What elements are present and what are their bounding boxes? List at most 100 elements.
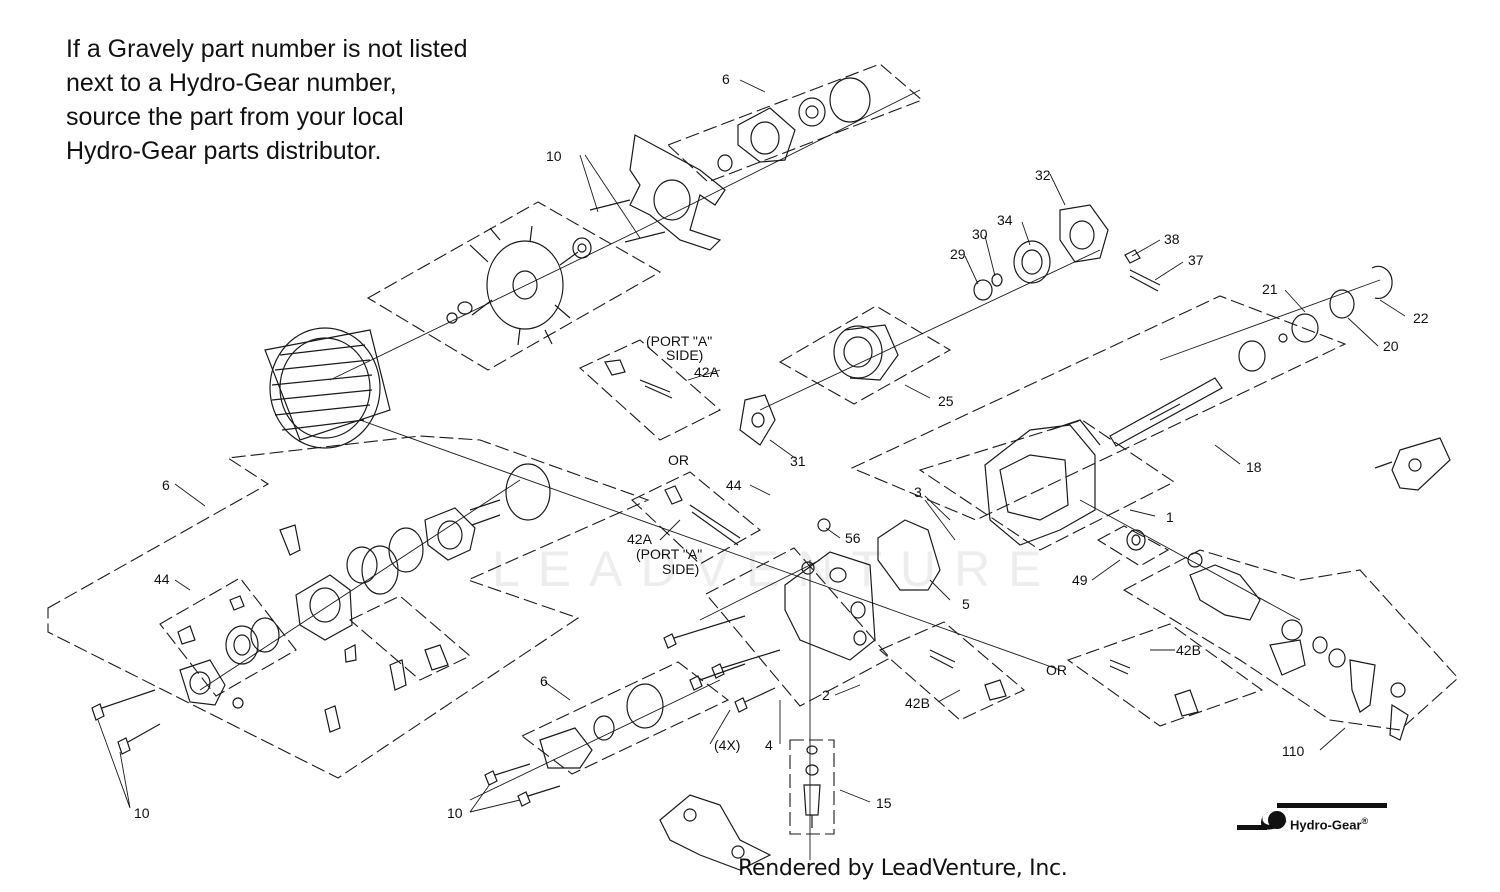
kit-outline-cylinder-block [778,305,952,405]
callout-56: 56 [845,530,861,546]
callout-32: 32 [1035,167,1051,183]
callout-42a-1: 42A [694,364,720,380]
kit-outline-bypass [705,547,891,707]
kit-outline-control-arm [1122,549,1459,731]
fan-housing [264,327,391,449]
callout-34: 34 [997,212,1013,228]
control-arm [1374,437,1451,491]
callout-2: 2 [822,687,830,703]
bolts-left [91,689,161,755]
check-valve [803,745,821,828]
kit-outline-seal [1096,525,1170,567]
callout-6a: 6 [722,71,730,87]
mounting-bracket [659,794,772,871]
callout-5: 5 [962,596,970,612]
callout-4x: (4X) [714,737,740,753]
seal-parts [1126,529,1203,568]
pump-cover [424,463,551,561]
brand-name-text: Hydro-Gear [1290,817,1362,833]
callout-21: 21 [1262,281,1278,297]
kit-outline-check-valve [789,739,835,835]
callout-or-2: OR [1046,662,1067,678]
callout-or-1: OR [668,452,689,468]
callout-42b-1: 42B [1176,642,1201,658]
bolts-lower [484,763,561,807]
callout-15: 15 [876,795,892,811]
kit-outline-upper-valve [579,339,721,441]
brand-registered-mark: ® [1361,816,1369,826]
callout-20: 20 [1383,338,1399,354]
valve-spools [604,359,1199,717]
callout-labels: 6 10 32 34 30 29 38 37 21 22 20 (PORT "A… [134,71,1429,821]
thrust-washers [973,240,1051,301]
note-line-2: next to a Hydro-Gear number, [66,69,397,97]
kit-outline-upper-cover [666,63,924,183]
brand-name: Hydro-Gear® [1290,816,1368,832]
cooling-fan [469,225,579,346]
callout-port-a-2: (PORT "A" [636,546,702,562]
callout-31: 31 [790,453,806,469]
callout-side-2: SIDE) [662,561,699,577]
callout-3: 3 [914,484,922,500]
center-block [784,518,876,661]
sourcing-note: If a Gravely part number is not listed n… [66,32,536,168]
callout-10b: 10 [134,805,150,821]
note-line-3: source the part from your local [66,103,404,131]
callout-44a: 44 [726,477,742,493]
callout-10c: 10 [447,805,463,821]
note-line-4: Hydro-Gear parts distributor. [66,137,382,165]
kit-outline-axle-shaft [850,295,1347,521]
end-cap [1059,204,1161,292]
kit-outline-lower-left [47,435,650,779]
callout-1: 1 [1166,509,1174,525]
callout-49: 49 [1072,572,1088,588]
pump-housing [295,527,424,641]
note-line-1: If a Gravely part number is not listed [66,35,468,63]
callout-10a: 10 [546,148,562,164]
logo-circle-icon [1268,811,1286,829]
control-linkage [1189,564,1409,741]
logo-bar-left [1237,825,1267,830]
callout-18: 18 [1246,459,1262,475]
callout-38: 38 [1164,231,1180,247]
kit-outline-lower-right-valve [1066,623,1264,727]
kit-outline-left-fitting [349,595,471,681]
callout-44b: 44 [154,571,170,587]
kit-outline-center-valve [631,471,761,565]
bypass-plate [739,394,776,446]
render-credit: Rendered by LeadVenture, Inc. [738,856,1068,881]
charge-pump [179,617,280,709]
callout-30: 30 [972,226,988,242]
pulley-bracket [589,134,726,251]
o-ring-large [877,519,941,591]
kit-outline-right-valve [878,621,1026,721]
axle-shaft [1109,265,1393,447]
long-bolts [663,615,781,713]
callout-22: 22 [1413,310,1429,326]
lower-cover [539,683,664,769]
logo-bar-top [1277,803,1387,808]
watermark: LEADVENTURE [492,541,1060,597]
callout-42a-2: 42A [627,531,653,547]
fittings-left [177,524,449,733]
callout-42b-2: 42B [905,695,930,711]
kit-outlines [47,63,1459,835]
callout-6b: 6 [162,477,170,493]
callout-29: 29 [950,246,966,262]
upper-cover-parts [717,77,871,172]
hydro-gear-logo [1237,803,1387,830]
callout-37: 37 [1188,252,1204,268]
kit-outline-lower-cover [520,661,730,775]
callout-4: 4 [765,737,773,753]
callout-25: 25 [938,393,954,409]
callout-110: 110 [1282,743,1305,759]
kit-outline-fan-pulley [366,201,662,371]
callout-6c: 6 [540,673,548,689]
fan-washers [446,237,592,324]
kit-outline-housing [918,419,1176,551]
leader-lines [97,79,1406,813]
callout-port-a-1: (PORT "A" [646,333,712,349]
transaxle-housing [984,419,1101,546]
cylinder-block [833,324,899,381]
